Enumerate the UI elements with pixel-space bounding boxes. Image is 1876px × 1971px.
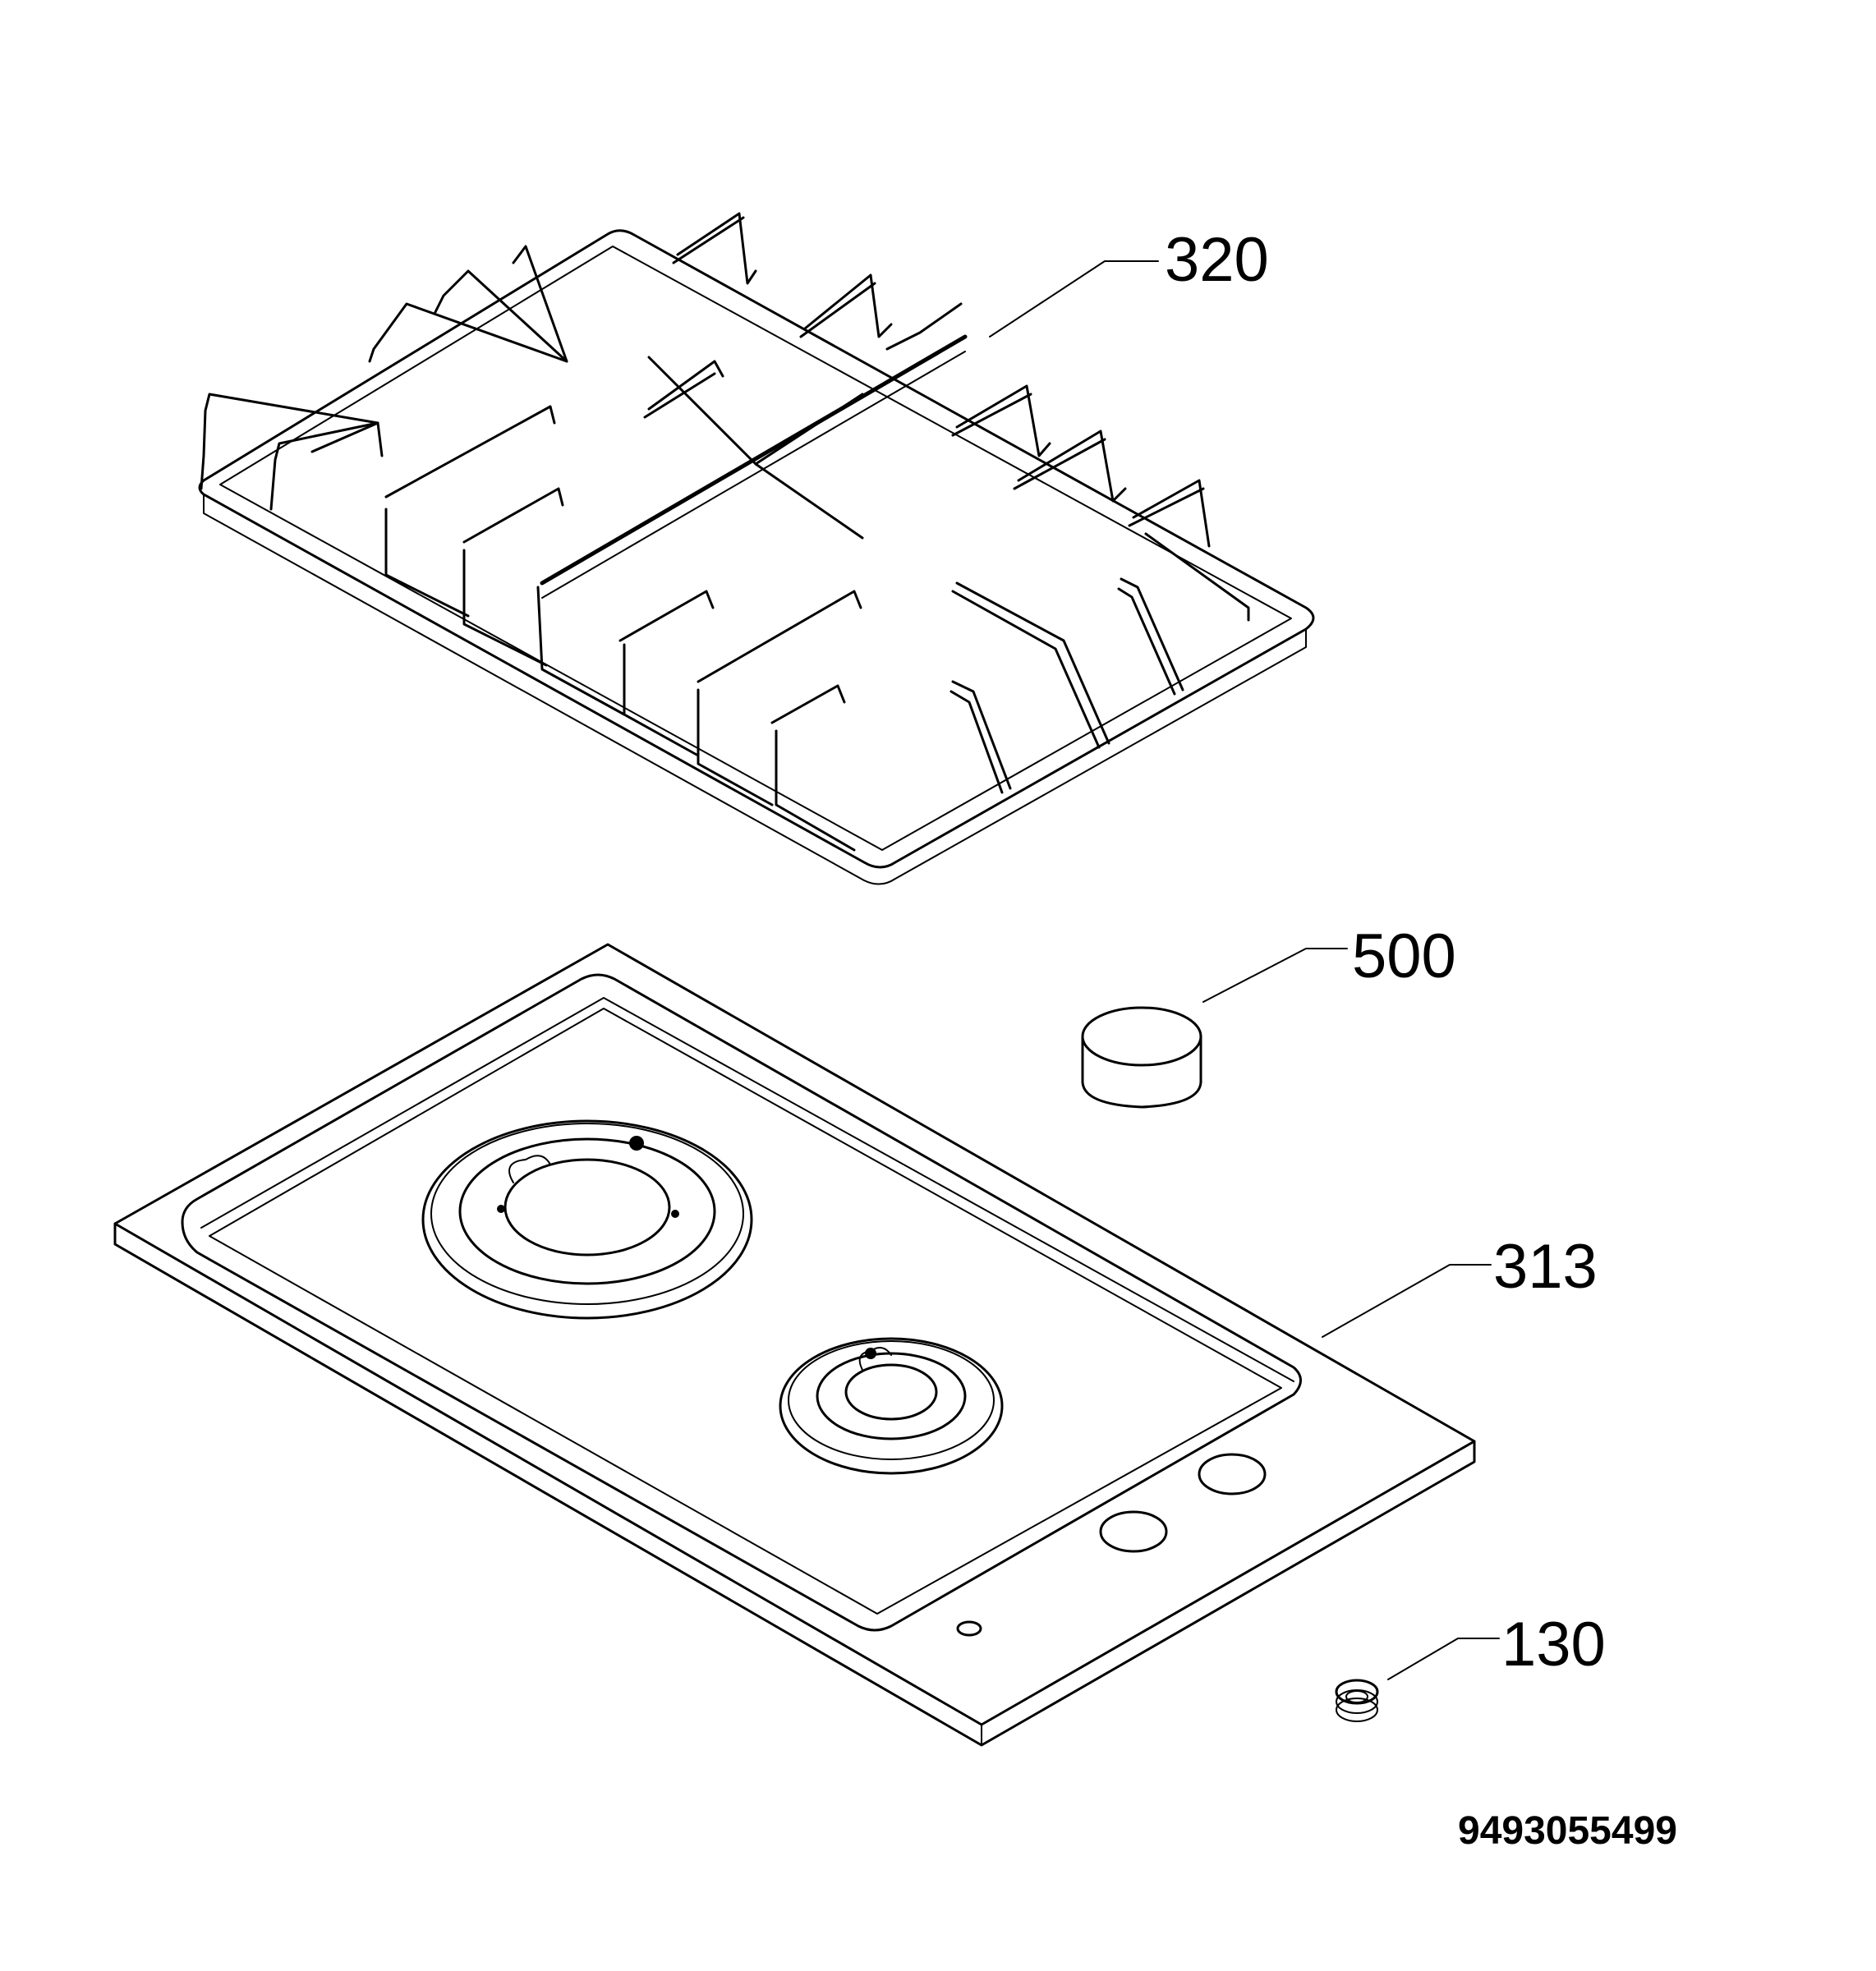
control-knob xyxy=(1081,1006,1202,1109)
grate-cross-right xyxy=(754,393,864,466)
large-burner-seat xyxy=(421,1119,753,1320)
part-label-130: 130 xyxy=(1501,1610,1606,1679)
spring-seal xyxy=(1335,1679,1379,1722)
grate-fingers-back xyxy=(200,212,1211,548)
grate-cross-left xyxy=(647,356,864,540)
hob-recess-inner-2 xyxy=(200,997,1294,1382)
hob-recess-inner xyxy=(209,1008,1282,1615)
grate-fingers-left-burner xyxy=(310,360,724,716)
hob-panel-edge xyxy=(113,1222,1476,1747)
hob-outer-face xyxy=(113,943,1476,1726)
leader-line-320 xyxy=(989,260,1159,338)
grate-frame-edge xyxy=(203,494,1307,885)
leader-line-500 xyxy=(1202,948,1348,1003)
ignition-hole xyxy=(956,1620,982,1637)
grate-fingers-right-burner xyxy=(618,532,1250,852)
part-label-313: 313 xyxy=(1493,1232,1598,1302)
document-number: 9493055499 xyxy=(1458,1809,1677,1853)
hob-recess-outer xyxy=(181,973,1302,1632)
small-burner-seat xyxy=(779,1337,1004,1475)
pan-support-grate xyxy=(198,212,1315,885)
leader-line-130 xyxy=(1387,1638,1500,1680)
grate-center-divider xyxy=(540,334,968,586)
hob-top-panel xyxy=(113,943,1476,1747)
part-label-320: 320 xyxy=(1165,225,1269,295)
leader-line-313 xyxy=(1322,1264,1492,1338)
control-hole-2 xyxy=(1099,1510,1168,1553)
part-label-500: 500 xyxy=(1352,921,1456,991)
control-hole-1 xyxy=(1198,1453,1267,1495)
grate-center-divider-2 xyxy=(541,351,966,599)
grate-outer-frame-inner xyxy=(219,246,1292,851)
